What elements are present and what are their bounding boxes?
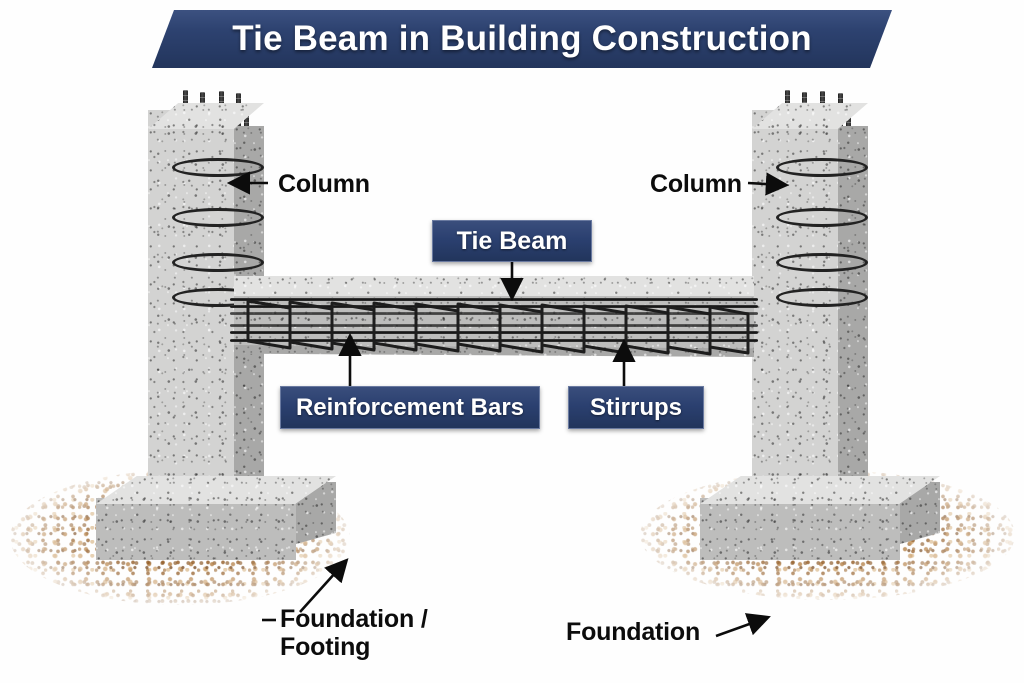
label-column-right: Column xyxy=(650,170,742,198)
left-footing-top-face xyxy=(96,476,336,504)
leader-foundation-right xyxy=(715,613,771,638)
rebar-longitudinal xyxy=(230,324,758,327)
title-banner: Tie Beam in Building Construction xyxy=(152,10,892,68)
right-footing-top-face xyxy=(700,476,940,504)
rebar-longitudinal xyxy=(230,305,758,309)
title-text: Tie Beam in Building Construction xyxy=(232,19,812,58)
rebar-longitudinal xyxy=(230,339,758,343)
stirrup-tie xyxy=(172,253,264,272)
leader-column-right xyxy=(747,172,790,196)
stirrup-tie xyxy=(776,288,868,307)
right-footing-front-face xyxy=(700,498,900,560)
rebar-longitudinal xyxy=(230,331,758,335)
stirrup-tie xyxy=(172,208,264,227)
stirrup-tie xyxy=(776,208,868,227)
stirrup-tie xyxy=(172,158,264,177)
tie-beam-top-face xyxy=(234,276,754,298)
label-foundation-footing-line1: Foundation / xyxy=(280,605,428,633)
badge-reinforcement-bars-text: Reinforcement Bars xyxy=(295,393,525,421)
label-foundation-footing-line2: Footing xyxy=(280,633,371,661)
stirrup-tie xyxy=(776,253,868,272)
left-footing-side-face xyxy=(296,482,336,544)
rebar-longitudinal xyxy=(230,298,758,302)
leader-foundation-left xyxy=(299,558,349,613)
badge-stirrups-text: Stirrups xyxy=(589,393,682,421)
label-foundation-right: Foundation xyxy=(566,618,701,646)
left-column-top-face xyxy=(148,103,264,129)
label-column-left: Column xyxy=(278,170,370,198)
badge-stirrups: Stirrups xyxy=(568,386,704,429)
label-foundation-footing: Foundation / Footing xyxy=(280,605,490,661)
badge-reinforcement-bars: Reinforcement Bars xyxy=(280,386,540,429)
rebar-longitudinal xyxy=(230,312,758,315)
stirrup-tie xyxy=(776,158,868,177)
right-column-side-face xyxy=(838,126,868,495)
left-footing-front-face xyxy=(96,498,296,560)
badge-tie-beam: Tie Beam xyxy=(432,220,592,262)
badge-tie-beam-text: Tie Beam xyxy=(456,226,568,255)
